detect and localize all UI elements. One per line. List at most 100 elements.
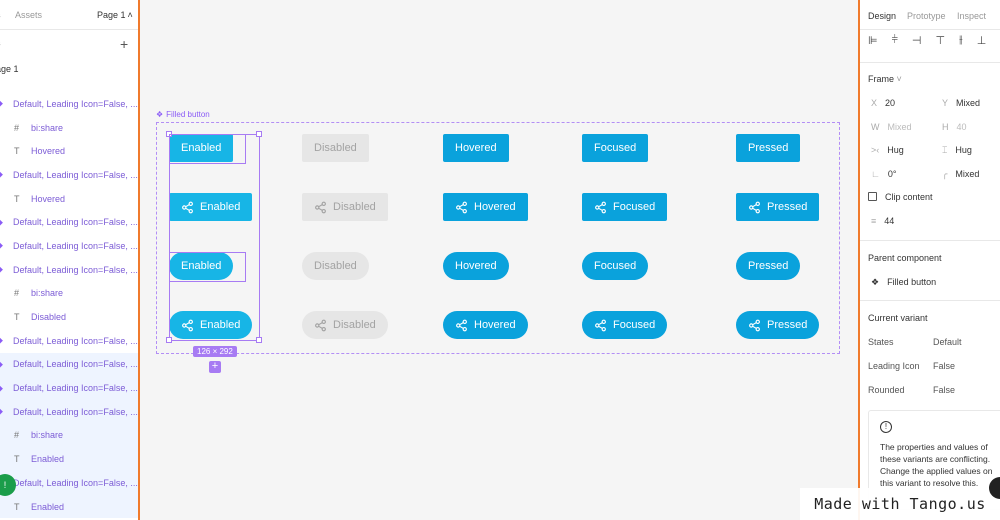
gap-field[interactable]: ≡44	[871, 216, 894, 226]
pressed-button-variant[interactable]: Pressed	[736, 193, 820, 221]
variant-prop-value[interactable]: Default	[933, 337, 962, 347]
clip-content-label: Clip content	[885, 192, 933, 202]
disabled-button-variant[interactable]: Disabled	[302, 311, 388, 339]
align-left-icon[interactable]: ⊫	[868, 35, 878, 47]
add-variant-button[interactable]: +	[209, 361, 221, 373]
pages-header: s +	[0, 30, 138, 58]
x-value: 20	[885, 98, 896, 108]
disabled-button-variant[interactable]: Disabled	[302, 193, 388, 221]
hug-height-icon: ⌶	[942, 145, 948, 155]
focused-button-variant[interactable]: Focused	[582, 311, 668, 339]
align-center-h-icon[interactable]: ⫩	[891, 34, 898, 46]
hug-height-field[interactable]: ⌶Hug	[942, 145, 972, 156]
component-set-frame[interactable]	[156, 122, 840, 354]
hovered-button-variant[interactable]: Hovered	[443, 311, 528, 339]
layer-item[interactable]: ◆Default, Leading Icon=False, ...	[0, 234, 138, 258]
layer-item[interactable]: ◆Default, Leading Icon=False, ...	[0, 210, 138, 234]
design-panel: Design Prototype Inspect ⊫ ⫩ ⊣ ⊤ ⫲ ⊥ Fra…	[860, 0, 1000, 520]
layer-item[interactable]: ◆Default, Leading Icon=False, ...	[0, 471, 138, 495]
frame-section-title[interactable]: Frame ˅	[868, 74, 902, 84]
enabled-button-variant[interactable]: Enabled	[169, 134, 234, 162]
focused-button-variant[interactable]: Focused	[582, 193, 668, 221]
button-label: Pressed	[748, 260, 789, 272]
corner-radius-field[interactable]: ╭Mixed	[942, 169, 979, 180]
layer-item[interactable]: ◆Default, Leading Icon=False, ...	[0, 92, 138, 116]
current-variant-title: Current variant	[868, 313, 928, 323]
align-top-icon[interactable]: ⊤	[935, 35, 946, 47]
disabled-button-variant[interactable]: Disabled	[302, 252, 369, 280]
variant-prop-name: Rounded	[868, 385, 905, 395]
layer-item[interactable]: ◆Default, Leading Icon=False, ...	[0, 163, 138, 187]
pressed-button-variant[interactable]: Pressed	[736, 311, 820, 339]
layer-label: bi:share	[31, 288, 64, 299]
w-value: Mixed	[887, 122, 912, 132]
parent-component-link[interactable]: ❖Filled button	[871, 277, 936, 288]
layer-item[interactable]: ◆Default, Leading Icon=False, ...	[0, 329, 138, 353]
resize-handle[interactable]	[256, 131, 262, 137]
tab-design[interactable]: Design	[868, 11, 897, 21]
page-selector[interactable]: Page 1 ˄	[97, 10, 133, 20]
enabled-button-variant[interactable]: Enabled	[169, 252, 234, 280]
x-field[interactable]: X 20	[871, 98, 895, 108]
add-page-icon[interactable]: +	[120, 36, 129, 52]
layer-item[interactable]: # bi:share	[0, 282, 138, 306]
layer-item[interactable]: #bi:share	[0, 423, 138, 448]
pressed-button-variant[interactable]: Pressed	[736, 134, 801, 162]
layer-item[interactable]: ◆Default, Leading Icon=False, ...	[0, 399, 138, 424]
align-right-icon[interactable]: ⊣	[911, 35, 922, 47]
align-bottom-icon[interactable]: ⊥	[976, 35, 987, 47]
hovered-button-variant[interactable]: Hovered	[443, 252, 509, 280]
notification-badge[interactable]: !	[0, 474, 16, 496]
x-label: X	[871, 98, 878, 108]
enabled-button-variant[interactable]: Enabled	[169, 311, 253, 339]
tab-inspect[interactable]: Inspect	[957, 11, 987, 21]
pressed-button-variant[interactable]: Pressed	[736, 252, 801, 280]
variant-prop-value[interactable]: False	[933, 361, 956, 371]
layer-item[interactable]: ◆Default, Leading Icon=False, ...	[0, 376, 138, 400]
variant-icon: ◆	[0, 406, 3, 417]
tab-layers[interactable]: s	[0, 10, 1, 20]
tab-assets[interactable]: Assets	[15, 9, 43, 20]
variant-icon: ◆	[0, 383, 3, 394]
button-label: Enabled	[200, 319, 241, 331]
tab-prototype[interactable]: Prototype	[907, 11, 946, 21]
layer-label: Hovered	[31, 193, 66, 204]
gap-value: 44	[884, 216, 895, 226]
button-label: Pressed	[748, 142, 789, 154]
frame-label[interactable]: ❖ Filled button	[156, 110, 210, 119]
layer-label: Default, Leading Icon=False, ...	[13, 98, 138, 109]
resize-handle[interactable]	[166, 337, 172, 343]
enabled-button-variant[interactable]: Enabled	[169, 193, 253, 221]
layer-item[interactable]: ◆Default, Leading Icon=False, ...	[0, 258, 138, 282]
clip-content-checkbox[interactable]	[868, 192, 877, 201]
resize-handle[interactable]	[256, 337, 262, 343]
variant-prop-value[interactable]: False	[933, 385, 956, 395]
hug-width-field[interactable]: >‹Hug	[871, 145, 904, 155]
disabled-button-variant[interactable]: Disabled	[302, 134, 369, 162]
layer-label: Default, Leading Icon=False, ...	[13, 169, 138, 180]
left-panel-border	[138, 0, 140, 520]
selection-box[interactable]	[169, 134, 260, 341]
rotation-field[interactable]: ∟0°	[871, 169, 896, 179]
layer-item[interactable]: ◆Default, Leading Icon=False, ...	[0, 352, 138, 377]
align-center-v-icon[interactable]: ⫲	[959, 34, 963, 46]
help-button[interactable]	[989, 477, 1000, 499]
hovered-button-variant[interactable]: Hovered	[443, 134, 509, 162]
focused-button-variant[interactable]: Focused	[582, 252, 649, 280]
page-item[interactable]: age 1	[0, 58, 138, 82]
h-value: 40	[956, 122, 967, 132]
focused-button-variant[interactable]: Focused	[582, 134, 649, 162]
layer-item[interactable]: #bi:share	[0, 116, 138, 140]
hovered-button-variant[interactable]: Hovered	[443, 193, 528, 221]
frame-icon: #	[14, 288, 20, 299]
info-icon: !	[880, 421, 892, 433]
